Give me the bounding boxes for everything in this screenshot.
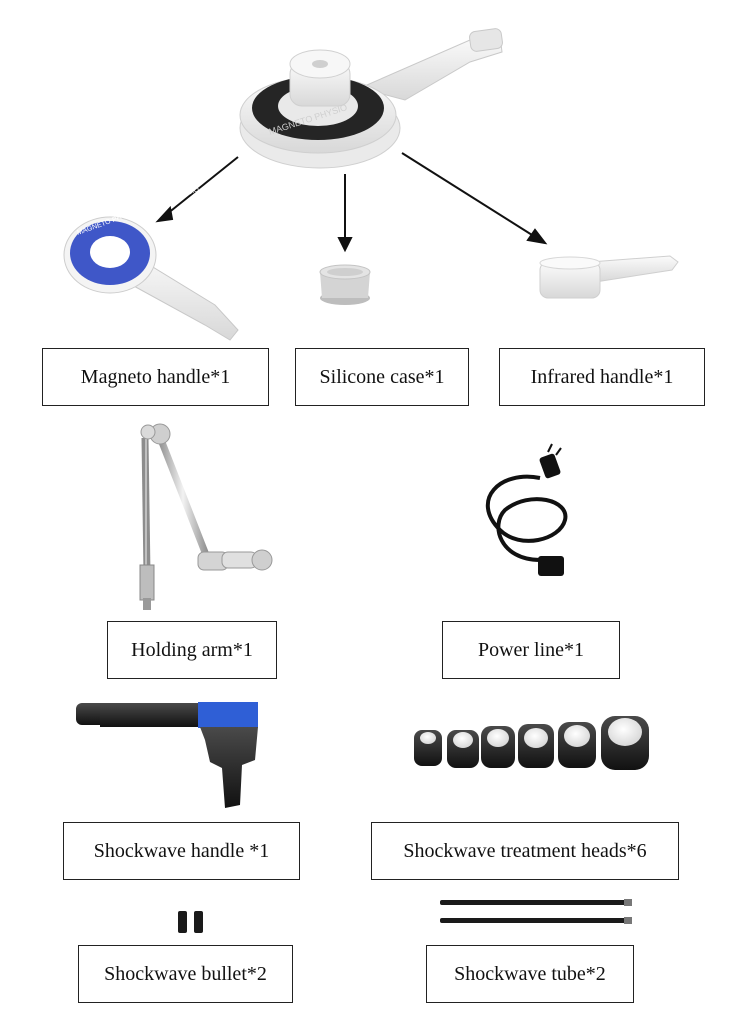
- label-shockwave-bullet: Shockwave bullet*2: [78, 945, 293, 1003]
- label-power-line-text: Power line*1: [477, 638, 585, 661]
- label-silicone-case: Silicone case*1: [295, 348, 469, 406]
- label-infrared-handle: Infrared handle*1: [499, 348, 705, 406]
- shockwave-tube-image: [440, 899, 632, 924]
- label-shockwave-bullet-text: Shockwave bullet*2: [104, 962, 267, 985]
- label-magneto-handle-text: Magneto handle*1: [80, 365, 231, 388]
- arrow-down: [337, 174, 353, 253]
- label-holding-arm: Holding arm*1: [107, 621, 277, 679]
- label-silicone-case-text: Silicone case*1: [319, 365, 445, 388]
- label-shockwave-handle: Shockwave handle *1: [63, 822, 300, 880]
- power-line-image: [485, 443, 568, 576]
- infrared-handle-image: [539, 255, 679, 299]
- shockwave-handle-image: [76, 702, 258, 808]
- label-holding-arm-text: Holding arm*1: [131, 638, 253, 661]
- arrow-right: [401, 152, 548, 245]
- label-magneto-handle: Magneto handle*1: [42, 348, 269, 406]
- shockwave-heads-image: [414, 716, 649, 770]
- shockwave-bullet-image: [178, 911, 203, 933]
- label-shockwave-tube: Shockwave tube*2: [426, 945, 634, 1003]
- arrow-left: [155, 156, 239, 223]
- label-shockwave-heads: Shockwave treatment heads*6: [371, 822, 679, 880]
- label-shockwave-tube-text: Shockwave tube*2: [454, 962, 606, 985]
- magneto-handle-image: MAGNETO PHYSIO MAGNETO PHYSIO: [63, 186, 239, 341]
- holding-arm-image: [139, 423, 273, 610]
- main-device: MAGNETO PHYSIO: [239, 28, 503, 169]
- label-power-line: Power line*1: [442, 621, 620, 679]
- label-shockwave-handle-text: Shockwave handle *1: [93, 839, 270, 862]
- label-infrared-handle-text: Infrared handle*1: [530, 365, 674, 388]
- silicone-case-image: [319, 264, 371, 305]
- label-shockwave-heads-text: Shockwave treatment heads*6: [403, 839, 647, 862]
